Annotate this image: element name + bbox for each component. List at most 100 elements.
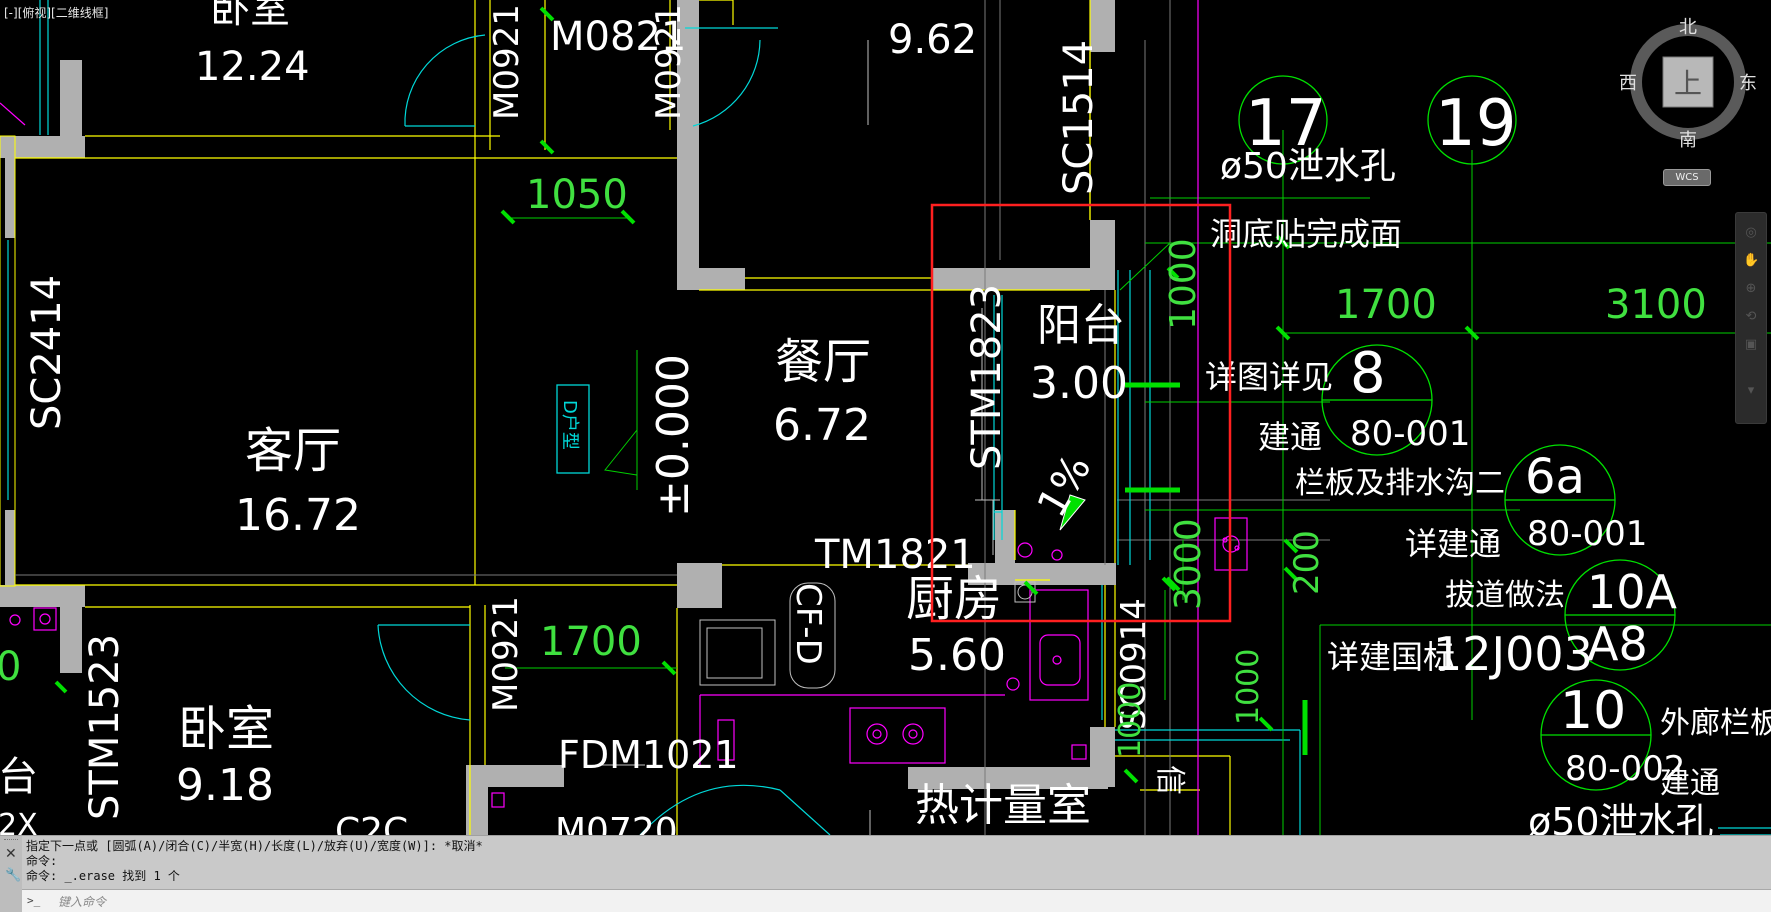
steering-wheel-icon[interactable]: ◎ <box>1745 225 1757 240</box>
navbar-menu-icon[interactable]: ▾ <box>1747 383 1755 398</box>
note-xiangjiantong: 详建通 <box>1405 525 1501 563</box>
axis-bubbles <box>1238 75 1676 791</box>
partial-label-2x: 2X <box>0 808 38 835</box>
wall-outlines <box>15 0 1231 835</box>
viewcube-ring[interactable] <box>1630 24 1746 140</box>
detail-bubble-8-top: 8 <box>1350 341 1386 406</box>
viewcube-top-face[interactable] <box>1662 56 1714 108</box>
wcs-menu-button[interactable]: WCS <box>1663 169 1711 186</box>
dim-1700-mid: 1700 <box>540 619 642 665</box>
axis-bubble-19: 19 <box>1435 87 1516 161</box>
compass-south[interactable]: 南 <box>1679 130 1697 151</box>
note-drain-hole: ø50泄水孔 <box>1220 146 1396 187</box>
showmotion-icon[interactable]: ▣ <box>1744 337 1758 352</box>
walls <box>0 0 1116 835</box>
cyan-lines <box>7 0 1771 835</box>
elevation-label: ±0.000 <box>648 354 699 517</box>
note-guobiao: 详建国标 <box>1327 638 1455 676</box>
room-area-kitchen: 5.60 <box>908 630 1006 681</box>
command-line-sidebar: ✕ 🔧 <box>0 836 22 912</box>
dim-1700-top: 1700 <box>1335 282 1437 328</box>
dim-1000b: 1000 <box>1113 682 1148 758</box>
room-area-balcony: 3.00 <box>1030 358 1128 409</box>
note-drain-hole-2: ø50泄水孔 <box>1528 800 1714 835</box>
unit-type-tag: D户型 <box>556 384 590 474</box>
window-label-sc2414: SC2414 <box>24 275 70 430</box>
window-label-sc1514: SC1514 <box>1056 40 1102 195</box>
selection-rectangle <box>930 203 1232 623</box>
note-atlas: 12J003 <box>1433 627 1593 681</box>
partial-label-tai: 台 <box>0 754 38 800</box>
partial-label-0: 0 <box>0 644 21 690</box>
command-prompt-icon[interactable]: >_ <box>27 894 41 907</box>
note-jiantong-1: 建通 <box>1258 418 1322 456</box>
grid-lines <box>505 130 1771 835</box>
room-label-heat-meter: 热计量室 <box>915 780 1091 831</box>
floorplan-canvas[interactable]: 卧室 12.24 9.62 客厅 16.72 餐厅 6.72 阳台 3.00 厨… <box>0 0 1771 835</box>
door-label-fdm1021: FDM1021 <box>558 733 739 777</box>
note-outer-railing: 外廊栏板防护 <box>1660 706 1771 741</box>
command-input-field[interactable]: >_ 键入命令 <box>22 889 1771 912</box>
detail-bubble-10-bottom: 80-002 <box>1565 749 1685 789</box>
zoom-icon[interactable]: ⊕ <box>1745 281 1757 296</box>
viewcube[interactable]: 上 北 南 东 西 <box>1619 17 1757 151</box>
dim-1000: 1000 <box>1163 238 1204 330</box>
room-labels: 卧室 12.24 9.62 客厅 16.72 餐厅 6.72 阳台 3.00 厨… <box>0 0 1771 835</box>
door-label-m0921-lower: M0921 <box>486 596 526 712</box>
slope-label: 1% <box>1029 447 1101 525</box>
unit-type-label: D户型 <box>559 400 580 450</box>
door-label-m0921-left: M0921 <box>487 4 527 120</box>
room-area-living: 16.72 <box>235 490 361 541</box>
door-label-m0921-right: M0921 <box>649 4 689 120</box>
customize-wrench-icon[interactable]: 🔧 <box>5 868 22 883</box>
note-detail: 详图详见 <box>1205 358 1333 396</box>
history-line: 指定下一点或 [圆弧(A)/闭合(C)/半宽(H)/长度(L)/放弃(U)/宽度… <box>26 839 483 853</box>
slope-arrow <box>1059 494 1086 531</box>
room-name-bedroom-bottom: 卧室 <box>178 701 274 757</box>
close-icon[interactable]: ✕ <box>5 846 17 862</box>
detail-bubble-6a-bottom: 80-001 <box>1527 514 1647 554</box>
command-input-placeholder: 键入命令 <box>58 895 107 909</box>
command-history: 指定下一点或 [圆弧(A)/闭合(C)/半宽(H)/长度(L)/放弃(U)/宽度… <box>26 839 483 884</box>
detail-bubble-10-top: 10 <box>1560 681 1626 741</box>
drawing-viewport[interactable]: [-][俯视][二维线框] <box>0 0 1771 835</box>
compass-north[interactable]: 北 <box>1679 17 1697 38</box>
detail-bubble-6a-top: 6a <box>1525 449 1585 505</box>
note-jiantong-2: 建通 <box>1660 766 1720 801</box>
viewport-controls-label[interactable]: [-][俯视][二维线框] <box>4 6 109 20</box>
partial-label-xin: 信 <box>1152 765 1187 795</box>
label-cfd: CF-D <box>788 583 828 665</box>
orbit-icon[interactable]: ⟲ <box>1745 309 1757 324</box>
history-line: 命令: <box>26 854 58 868</box>
green-marks <box>1125 382 1308 755</box>
room-name-dining: 餐厅 <box>775 334 871 390</box>
viewcube-top-label: 上 <box>1674 67 1702 100</box>
navigation-bar: ◎ ✋ ⊕ ⟲ ▣ ▾ <box>1735 212 1767 424</box>
door-label-tm1821: TM1821 <box>814 532 976 578</box>
grip-handle[interactable] <box>4 839 18 843</box>
door-label-stm1823: STM1823 <box>964 284 1010 470</box>
room-area-bedroom-bottom: 9.18 <box>176 760 274 811</box>
room-area-dining: 6.72 <box>773 400 871 451</box>
detail-bubble-8-bottom: 80-001 <box>1350 414 1470 454</box>
appliances <box>595 40 1036 835</box>
room-name-kitchen: 厨房 <box>906 571 1002 627</box>
dim-200: 200 <box>1287 530 1327 595</box>
room-name-balcony: 阳台 <box>1037 300 1125 351</box>
door-label-m0821: M0821 <box>550 14 686 60</box>
command-line-window: ✕ 🔧 指定下一点或 [圆弧(A)/闭合(C)/半宽(H)/长度(L)/放弃(U… <box>0 835 1771 912</box>
pan-icon[interactable]: ✋ <box>1743 253 1760 268</box>
room-area-bedroom-top: 12.24 <box>195 44 310 90</box>
compass-west[interactable]: 西 <box>1619 73 1637 94</box>
partial-label-c2c: C2C <box>335 811 408 835</box>
reference-lines <box>15 0 1330 835</box>
room-name-living: 客厅 <box>245 423 341 479</box>
note-railing: 栏板及排水沟二 <box>1295 466 1505 501</box>
fixtures <box>0 0 1248 835</box>
note-pdao: 拔道做法 <box>1445 578 1565 613</box>
note-finish-surface: 洞底贴完成面 <box>1210 215 1402 253</box>
dim-1050: 1050 <box>526 172 628 218</box>
room-name-bedroom-top: 卧室 <box>210 0 290 32</box>
compass-east[interactable]: 东 <box>1739 73 1757 94</box>
axis-bubble-17: 17 <box>1245 87 1326 161</box>
